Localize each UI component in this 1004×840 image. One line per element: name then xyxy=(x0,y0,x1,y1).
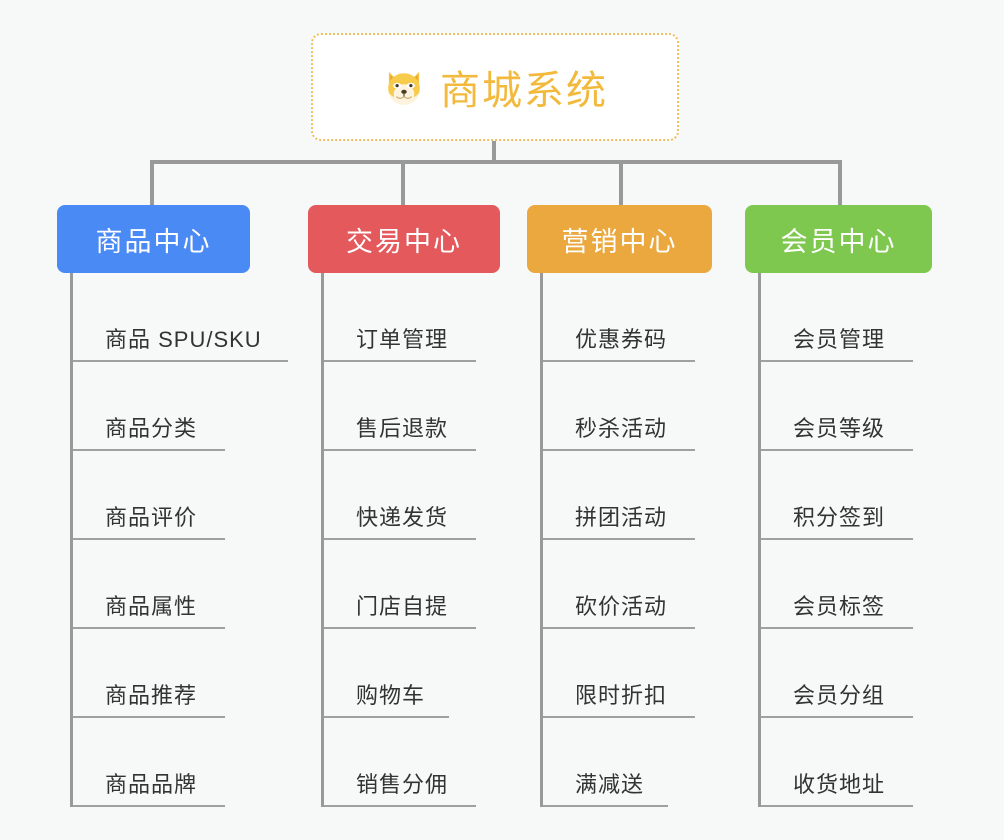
leaf-item[interactable]: 砍价活动 xyxy=(543,540,712,629)
leaf-label: 会员管理 xyxy=(793,327,886,352)
category-box-1[interactable]: 商品中心 xyxy=(57,205,250,273)
category-column-3: 营销中心优惠券码秒杀活动拼团活动砍价活动限时折扣满减送 xyxy=(527,205,712,807)
category-label: 交易中心 xyxy=(346,226,462,257)
leaf-underline xyxy=(543,360,695,362)
leaf-item[interactable]: 会员标签 xyxy=(761,540,932,629)
leaf-underline xyxy=(543,538,695,540)
root-node-shop-system[interactable]: 商城系统 xyxy=(311,33,679,141)
leaf-spine-1: 商品 SPU/SKU 商品分类商品评价商品属性商品推荐商品品牌 xyxy=(70,273,288,807)
category-label: 商品中心 xyxy=(95,226,212,257)
leaf-underline xyxy=(73,805,225,807)
leaf-item[interactable]: 积分签到 xyxy=(761,451,932,540)
leaf-underline xyxy=(73,538,225,540)
leaf-item[interactable]: 商品品牌 xyxy=(73,718,250,807)
connector-drop-4 xyxy=(838,160,842,205)
leaf-underline xyxy=(324,805,476,807)
leaf-underline xyxy=(761,538,913,540)
category-column-1: 商品中心商品 SPU/SKU 商品分类商品评价商品属性商品推荐商品品牌 xyxy=(57,205,288,807)
leaf-label: 销售分佣 xyxy=(356,772,449,797)
leaf-underline xyxy=(73,449,225,451)
category-box-2[interactable]: 交易中心 xyxy=(308,205,500,273)
category-column-2: 交易中心订单管理售后退款快递发货门店自提购物车销售分佣 xyxy=(308,205,500,807)
leaf-underline xyxy=(543,627,695,629)
leaf-item[interactable]: 商品分类 xyxy=(73,362,250,451)
leaf-item[interactable]: 商品推荐 xyxy=(73,629,250,718)
leaf-item[interactable]: 购物车 xyxy=(324,629,500,718)
leaf-underline xyxy=(543,716,695,718)
category-label: 营销中心 xyxy=(561,226,678,257)
leaf-label: 限时折扣 xyxy=(575,683,668,708)
leaf-item[interactable]: 售后退款 xyxy=(324,362,500,451)
leaf-underline xyxy=(761,449,913,451)
leaf-label: 砍价活动 xyxy=(575,594,668,619)
leaf-item[interactable]: 优惠券码 xyxy=(543,273,712,362)
leaf-underline xyxy=(543,449,695,451)
leaf-label: 购物车 xyxy=(356,683,426,708)
leaf-item[interactable]: 门店自提 xyxy=(324,540,500,629)
category-column-4: 会员中心会员管理会员等级积分签到会员标签会员分组收货地址 xyxy=(745,205,932,807)
leaf-label: 会员分组 xyxy=(793,683,886,708)
leaf-label: 商品推荐 xyxy=(105,683,198,708)
leaf-underline xyxy=(324,449,476,451)
leaf-underline xyxy=(324,716,449,718)
leaf-underline xyxy=(73,360,288,362)
leaf-label: 会员标签 xyxy=(793,594,886,619)
leaf-item[interactable]: 快递发货 xyxy=(324,451,500,540)
leaf-label: 售后退款 xyxy=(356,416,449,441)
leaf-label: 优惠券码 xyxy=(575,327,668,352)
leaf-spine-2: 订单管理售后退款快递发货门店自提购物车销售分佣 xyxy=(321,273,500,807)
leaf-item[interactable]: 收货地址 xyxy=(761,718,932,807)
leaf-label: 商品属性 xyxy=(105,594,198,619)
leaf-underline xyxy=(73,716,225,718)
category-box-4[interactable]: 会员中心 xyxy=(745,205,932,273)
leaf-item[interactable]: 会员管理 xyxy=(761,273,932,362)
category-label: 会员中心 xyxy=(780,226,897,257)
root-node-label: 商城系统 xyxy=(440,69,608,113)
leaf-item[interactable]: 满减送 xyxy=(543,718,712,807)
leaf-spine-3: 优惠券码秒杀活动拼团活动砍价活动限时折扣满减送 xyxy=(540,273,712,807)
connector-drop-1 xyxy=(150,160,154,205)
shiba-inu-dog-icon xyxy=(382,65,426,109)
leaf-label: 商品品牌 xyxy=(105,772,198,797)
leaf-item[interactable]: 销售分佣 xyxy=(324,718,500,807)
leaf-item[interactable]: 商品评价 xyxy=(73,451,250,540)
connector-drop-3 xyxy=(619,160,623,205)
leaf-label: 商品 SPU/SKU xyxy=(105,327,262,352)
leaf-underline xyxy=(543,805,668,807)
category-box-3[interactable]: 营销中心 xyxy=(527,205,712,273)
leaf-item[interactable]: 商品 SPU/SKU xyxy=(73,273,288,362)
leaf-item[interactable]: 拼团活动 xyxy=(543,451,712,540)
leaf-label: 商品分类 xyxy=(105,416,198,441)
leaf-item[interactable]: 秒杀活动 xyxy=(543,362,712,451)
leaf-label: 商品评价 xyxy=(105,505,198,530)
leaf-label: 秒杀活动 xyxy=(575,416,668,441)
leaf-spine-4: 会员管理会员等级积分签到会员标签会员分组收货地址 xyxy=(758,273,932,807)
leaf-label: 快递发货 xyxy=(356,505,449,530)
leaf-label: 订单管理 xyxy=(356,327,449,352)
leaf-label: 会员等级 xyxy=(793,416,886,441)
leaf-underline xyxy=(324,538,476,540)
leaf-underline xyxy=(73,627,225,629)
leaf-underline xyxy=(761,360,913,362)
connector-horizontal-bar xyxy=(150,160,840,164)
leaf-item[interactable]: 会员等级 xyxy=(761,362,932,451)
connector-root-stem xyxy=(492,141,496,163)
leaf-item[interactable]: 限时折扣 xyxy=(543,629,712,718)
connector-drop-2 xyxy=(401,160,405,205)
leaf-underline xyxy=(761,627,913,629)
leaf-label: 积分签到 xyxy=(793,505,886,530)
leaf-item[interactable]: 商品属性 xyxy=(73,540,250,629)
leaf-label: 拼团活动 xyxy=(575,505,668,530)
leaf-label: 收货地址 xyxy=(793,772,886,797)
leaf-label: 满减送 xyxy=(575,772,645,797)
leaf-item[interactable]: 订单管理 xyxy=(324,273,500,362)
leaf-underline xyxy=(324,360,476,362)
leaf-item[interactable]: 会员分组 xyxy=(761,629,932,718)
leaf-underline xyxy=(761,805,913,807)
leaf-underline xyxy=(324,627,476,629)
leaf-underline xyxy=(761,716,913,718)
leaf-label: 门店自提 xyxy=(356,594,449,619)
